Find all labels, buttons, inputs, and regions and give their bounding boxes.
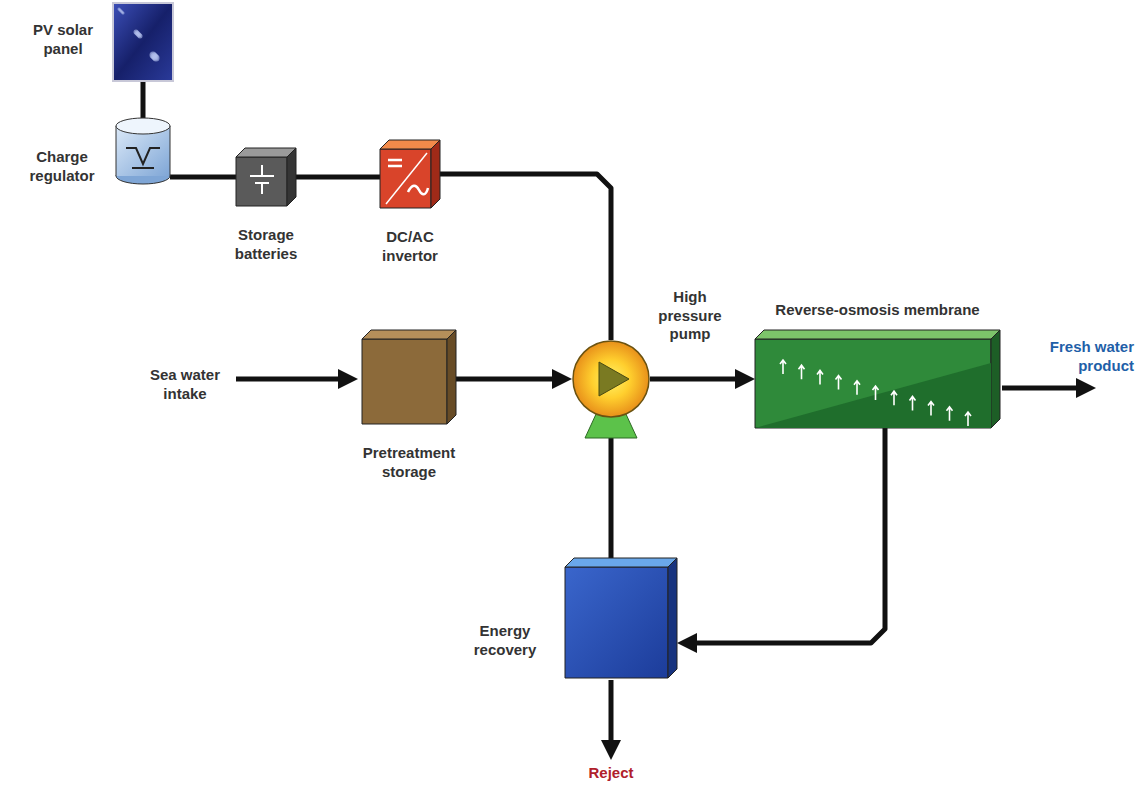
- reject-label: Reject: [581, 764, 641, 783]
- permeate-arrow: [873, 386, 879, 400]
- permeate-arrow: [891, 391, 897, 405]
- pipe-connector: [170, 175, 236, 180]
- node-label: High pressure pump: [652, 288, 728, 344]
- storage-tank-outline: [362, 330, 456, 424]
- solar-panel-outline: [113, 3, 173, 81]
- permeate-arrow: [817, 370, 823, 384]
- pump-body: [573, 341, 649, 417]
- pump-symbol: High pressure pump: [572, 340, 650, 418]
- battery-box: Storage batteries: [236, 148, 296, 206]
- box-front: [380, 149, 431, 208]
- battery-box-outline: [236, 148, 296, 206]
- node-label: Storage batteries: [221, 226, 311, 264]
- box-side: [287, 148, 296, 206]
- pump-triangle: [599, 362, 629, 396]
- box-top: [755, 330, 1000, 339]
- box-top: [380, 140, 440, 149]
- energy-recovery-box: Energy recovery: [565, 558, 677, 678]
- node-label: Charge regulator: [16, 148, 108, 186]
- pipe-connector: [141, 81, 146, 118]
- charge-regulator: Charge regulator: [116, 118, 170, 184]
- panel-face: [113, 3, 173, 81]
- panel-glint: [153, 55, 160, 62]
- box-side: [668, 558, 677, 678]
- box-side: [991, 330, 1000, 428]
- reject-arrow: [609, 680, 614, 752]
- intake-arrow: [236, 377, 350, 382]
- panel-glint: [152, 54, 159, 61]
- membrane-box: Reverse-osmosis membrane: [755, 330, 1000, 428]
- permeate-arrow: [947, 407, 953, 421]
- charge-regulator-outline: [116, 118, 170, 184]
- energy-recovery-box-outline: [565, 558, 677, 678]
- box-front: [362, 339, 447, 424]
- panel-glint: [121, 11, 124, 14]
- node-label: Energy recovery: [459, 622, 551, 660]
- permeate-arrow: [780, 360, 786, 374]
- product-arrow: [1002, 386, 1088, 391]
- box-side: [431, 140, 440, 208]
- box-front: [565, 567, 668, 678]
- permeate-arrow: [910, 396, 916, 410]
- permeate-arrow: [928, 402, 934, 416]
- permeate-arrow: [799, 365, 805, 379]
- node-label: PV solar panel: [23, 21, 103, 59]
- box-top: [362, 330, 456, 339]
- membrane-shade: [755, 363, 991, 428]
- pipe-connector: [296, 175, 380, 180]
- box-top: [565, 558, 677, 567]
- invertor-divider: [386, 153, 427, 204]
- panel-glint: [122, 12, 125, 15]
- dc-symbol: [388, 160, 402, 166]
- invertor-box-outline: [380, 140, 440, 208]
- storage-tank: Pretreatment storage: [362, 330, 456, 424]
- solar-panel: PV solar panel: [113, 3, 173, 81]
- outlet-label: Fresh water product: [1020, 338, 1134, 376]
- pump-symbol-outline: [572, 340, 650, 418]
- pipe-connector: [685, 428, 885, 643]
- membrane-box-outline: [755, 330, 1000, 428]
- inlet-label: Sea water intake: [138, 366, 232, 404]
- permeate-arrow: [854, 381, 860, 395]
- box-front: [755, 339, 991, 428]
- panel-glint: [138, 34, 143, 39]
- pipe-connector: [609, 418, 614, 558]
- invertor-box: DC/AC invertor: [380, 140, 440, 208]
- pipe-connector: [650, 377, 747, 382]
- battery-symbol: [250, 165, 274, 194]
- node-label: Pretreatment storage: [347, 444, 471, 482]
- node-label: Reverse-osmosis membrane: [775, 301, 979, 320]
- cylinder-top: [116, 118, 170, 134]
- box-side: [447, 330, 456, 424]
- node-label: DC/AC invertor: [368, 228, 452, 266]
- permeate-arrow: [965, 412, 971, 426]
- regulator-symbol: [126, 148, 160, 168]
- ac-symbol: [408, 186, 428, 195]
- panel-glint: [137, 33, 142, 38]
- permeate-arrow: [836, 376, 842, 390]
- box-top: [236, 148, 296, 157]
- box-front: [236, 157, 287, 206]
- pipe-connector: [440, 174, 611, 340]
- pipe-connector: [456, 377, 564, 382]
